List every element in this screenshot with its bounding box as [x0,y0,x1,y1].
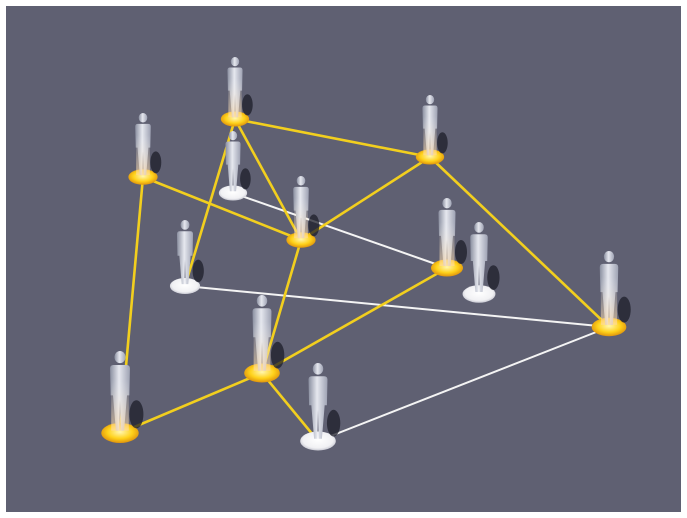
person-head [228,131,238,141]
person-node [218,131,251,201]
strong-link [260,371,320,443]
strong-link [118,371,264,435]
person-node [591,251,631,337]
node-disc [300,431,336,451]
figure-shadow [240,168,251,190]
figure-shadow [617,296,631,323]
highlighted-node-disc [286,232,316,248]
person-head [180,220,190,230]
person-head [230,57,240,67]
person-node [431,198,467,277]
person-figure [225,141,241,192]
strong-link [233,117,432,159]
figure-glow [600,276,618,325]
highlighted-node-disc [431,259,463,277]
strong-link [233,117,303,242]
social-network-scene [6,6,681,512]
weak-link [232,192,448,269]
figure-shadow [242,94,253,116]
network-graph [101,57,631,451]
highlighted-node-disc [591,317,627,337]
strong-link [428,155,611,329]
person-head [474,222,484,233]
person-node [220,57,253,127]
person-node [300,363,341,451]
person-node [128,113,162,185]
figure-shadow [308,214,320,237]
strong-link [260,266,449,375]
highlighted-node-disc [128,169,158,185]
person-head [256,295,268,307]
person-figure [470,234,488,292]
figure-shadow [455,240,467,264]
person-node [462,222,500,303]
network-nodes [101,57,631,451]
figure-shadow [150,151,162,174]
person-node [101,351,144,443]
person-head [138,113,148,123]
person-head [603,251,615,263]
person-figure [176,231,194,285]
person-head [312,363,324,375]
figure-glow [136,134,150,176]
figure-glow [111,378,129,431]
person-head [296,176,306,186]
figure-shadow [192,259,204,283]
person-head [425,95,435,105]
person-node [244,295,285,383]
strong-link [299,155,432,242]
figure-shadow [437,132,448,154]
node-disc [169,277,201,295]
figure-glow [294,197,308,239]
node-disc [218,185,248,201]
figure-glow [228,78,242,118]
figure-shadow [129,400,144,429]
person-head [114,351,126,364]
figure-shadow [487,265,500,290]
person-node [415,95,448,165]
node-disc [462,285,496,303]
highlighted-node-disc [220,111,250,127]
person-node [286,176,320,248]
weak-link [184,285,610,328]
figure-glow [253,321,271,371]
weak-link [317,326,610,442]
figure-shadow [270,341,285,369]
person-figure [308,376,328,439]
highlighted-node-disc [244,363,280,383]
person-head [442,198,452,209]
figure-shadow [326,409,341,437]
highlighted-node-disc [101,423,139,443]
person-node [169,220,204,295]
figure-glow [439,221,455,266]
strong-link [141,175,303,242]
figure-glow [423,116,437,156]
highlighted-node-disc [415,149,445,165]
